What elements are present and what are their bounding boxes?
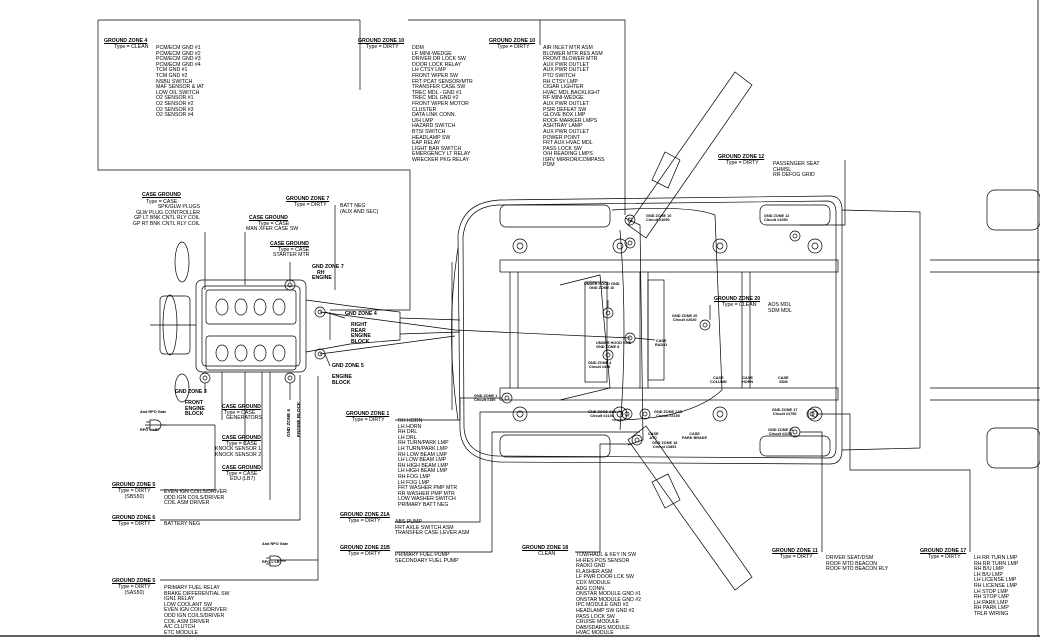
case-ground-1-title: CASE GROUND	[142, 192, 181, 198]
gz6-title: GROUND ZONE 6	[112, 515, 156, 521]
gz1-title: GROUND ZONE 1	[346, 411, 390, 417]
gz4-type: Type = CLEAN	[114, 44, 149, 50]
case-ground-1-type: Type = CASE	[146, 199, 178, 205]
gz4-title: GROUND ZONE 4	[104, 38, 148, 44]
gnd6-vertical-label: GND ZONE 6	[286, 408, 291, 437]
gz18-title: GROUND ZONE 18	[522, 545, 569, 551]
gz5a-type: Type = DIRTY(SBS50)	[118, 488, 151, 500]
gz5b-type: Type = DIRTY(SAS50)	[118, 584, 151, 596]
case-ground-4-type: Type = CASE	[224, 410, 256, 416]
case-ground-3-items: STARTER MTR	[273, 252, 310, 258]
case-ground-2-items: MAN XFER CASE SW	[246, 226, 299, 232]
gnd6-engine-block-label: ENGINE BLOCK	[296, 401, 301, 437]
gz1-type: Type = DIRTY	[352, 417, 385, 423]
gz12-title: GROUND ZONE 12	[718, 154, 765, 160]
gz7-type: Type = DIRTY	[294, 202, 327, 208]
case-ground-2-type: Type = CASE	[258, 221, 290, 227]
case-ground-4-items: GENERATORS	[226, 415, 262, 421]
gz5b-title: GROUND ZONE 5	[112, 578, 156, 584]
gz6-items: BATTERY NEG	[164, 521, 201, 527]
case-ground-3-title: CASE GROUND	[270, 241, 309, 247]
gz11-title: GROUND ZONE 11	[772, 548, 818, 554]
gz21a-title: GROUND ZONE 21A	[340, 512, 390, 518]
gz20-type: Type = CLEAN	[722, 302, 757, 308]
gz7-title: GROUND ZONE 7	[286, 196, 330, 202]
gz10b-type: Type = DIRTY	[497, 44, 530, 50]
case-ground-2-title: CASE GROUND	[249, 215, 288, 221]
gz17-title: GROUND ZONE 17	[920, 548, 967, 554]
gz10a-type: Type = DIRTY	[366, 44, 399, 50]
gz12-type: Type = DIRTY	[726, 160, 759, 166]
gz21b-title: GROUND ZONE 21B	[340, 545, 390, 551]
gz11-type: Type = DIRTY	[780, 554, 813, 560]
gz10b-title: GROUND ZONE 10	[489, 38, 536, 44]
gz21a-type: Type = DIRTY	[348, 518, 381, 524]
gz18-type: CLEAN	[538, 551, 556, 557]
case-ground-5-type: Type = CASE	[226, 441, 258, 447]
gz17-type: Type = DIRTY	[928, 554, 961, 560]
case-ground-6-title: CASE GROUND	[222, 465, 261, 471]
gz6-type: Type = DIRTY	[118, 521, 151, 527]
gz21b-type: Type = DIRTY	[348, 551, 381, 557]
case-ground-6-items: EDU (LB7)	[230, 476, 256, 482]
gz7-items: BATT NEG(AUX AND SEC)	[340, 203, 379, 215]
case-ground-6-type: Type = CASE	[226, 471, 258, 477]
case-ground-5-title: CASE GROUND	[222, 435, 261, 441]
case-ground-3-type: Type = CASE	[278, 247, 310, 253]
gz5a-title: GROUND ZONE 5	[112, 482, 156, 488]
gz20-title: GROUND ZONE 20	[714, 296, 761, 302]
case-ground-4-title: CASE GROUND	[222, 404, 261, 410]
gz10a-title: GROUND ZONE 10	[358, 38, 405, 44]
